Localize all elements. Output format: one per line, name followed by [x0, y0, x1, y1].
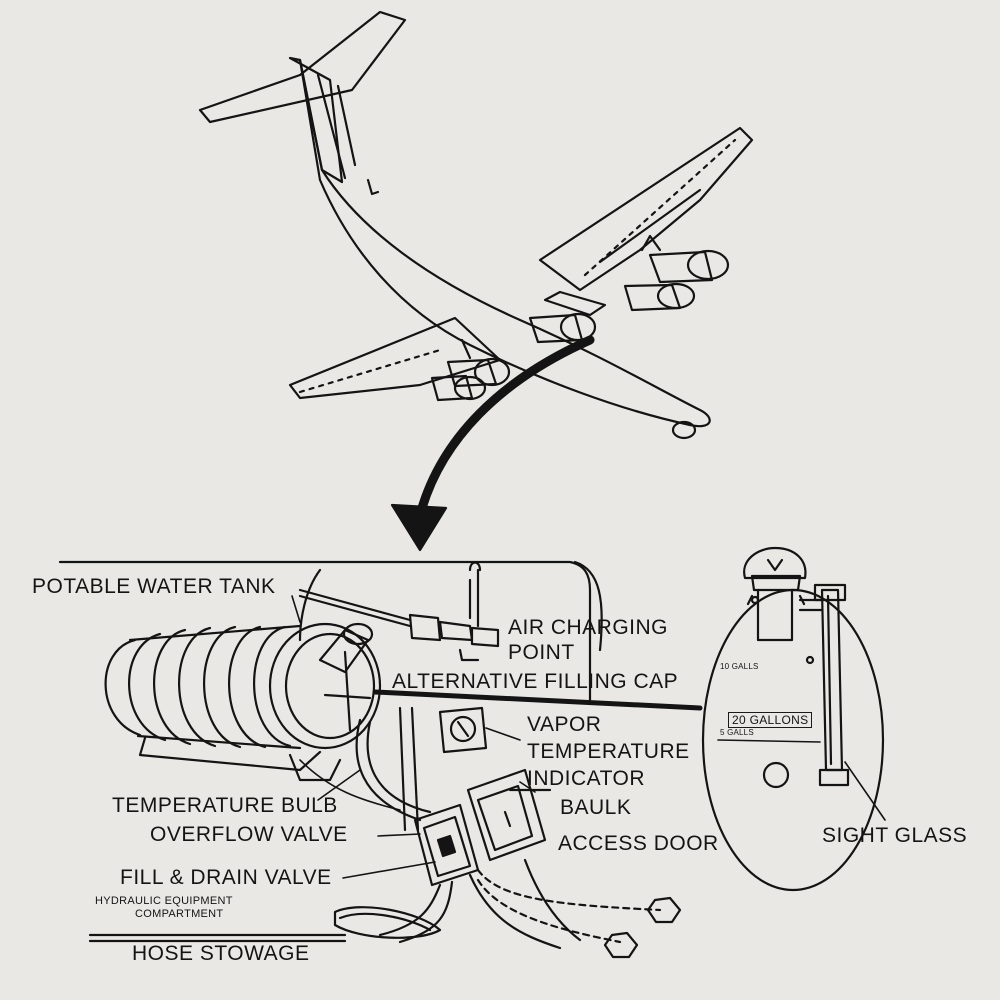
label-indicator: INDICATOR: [527, 767, 646, 790]
aircraft-nose-gear: [671, 420, 697, 440]
tank-end-cap: [268, 622, 382, 750]
tank-corrugations: [104, 624, 302, 750]
label-hose-stowage: HOSE STOWAGE: [132, 942, 310, 965]
label-fill-drain-valve: FILL & DRAIN VALVE: [120, 866, 332, 889]
label-potable-water-tank: POTABLE WATER TANK: [32, 575, 276, 598]
label-compartment: COMPARTMENT: [135, 908, 224, 920]
label-alternative-filling-cap: ALTERNATIVE FILLING CAP: [392, 670, 679, 693]
location-arrow: [390, 335, 595, 552]
alternative-filling-line: [372, 689, 703, 711]
access-door-drawing: [466, 768, 552, 862]
aircraft-right-wing: [538, 126, 754, 292]
label-baulk: BAULK: [560, 796, 632, 819]
label-air-charging-point-line2: POINT: [508, 641, 575, 664]
valve-block-drawing: [342, 803, 480, 887]
capacity-plaque: 20 GALLONS: [728, 712, 813, 728]
aircraft-horizontal-stabilizer: [198, 10, 407, 124]
aircraft-right-engines: [623, 234, 730, 312]
label-sight-glass: SIGHT GLASS: [822, 824, 968, 847]
label-vapor: VAPOR: [527, 713, 602, 736]
label-temperature-bulb: TEMPERATURE BULB: [112, 794, 338, 817]
label-temperature: TEMPERATURE: [527, 740, 690, 763]
water-tank-assembly: [58, 560, 703, 959]
label-hydraulic-equipment: HYDRAULIC EQUIPMENT: [95, 895, 233, 907]
sight-mark-mid: 5 GALLS: [720, 728, 754, 737]
hose-stowage-drawing: [333, 906, 442, 939]
vapor-temperature-indicator-drawing: [438, 706, 521, 754]
label-access-door: ACCESS DOOR: [558, 832, 719, 855]
air-charging-line: [298, 588, 412, 622]
label-overflow-valve: OVERFLOW VALVE: [150, 823, 348, 846]
aircraft-vertical-tail: [288, 56, 344, 184]
label-air-charging-point: AIR CHARGING: [508, 616, 669, 639]
aircraft-left-wing: [288, 316, 502, 400]
aircraft-drawing: [198, 10, 754, 440]
aircraft-left-engines: [430, 312, 597, 402]
hose-end-nuts: [603, 896, 682, 959]
sight-mark-top: 10 GALLS: [720, 662, 759, 671]
sight-glass-panel: [701, 546, 886, 892]
aircraft-fuselage: [298, 58, 711, 428]
